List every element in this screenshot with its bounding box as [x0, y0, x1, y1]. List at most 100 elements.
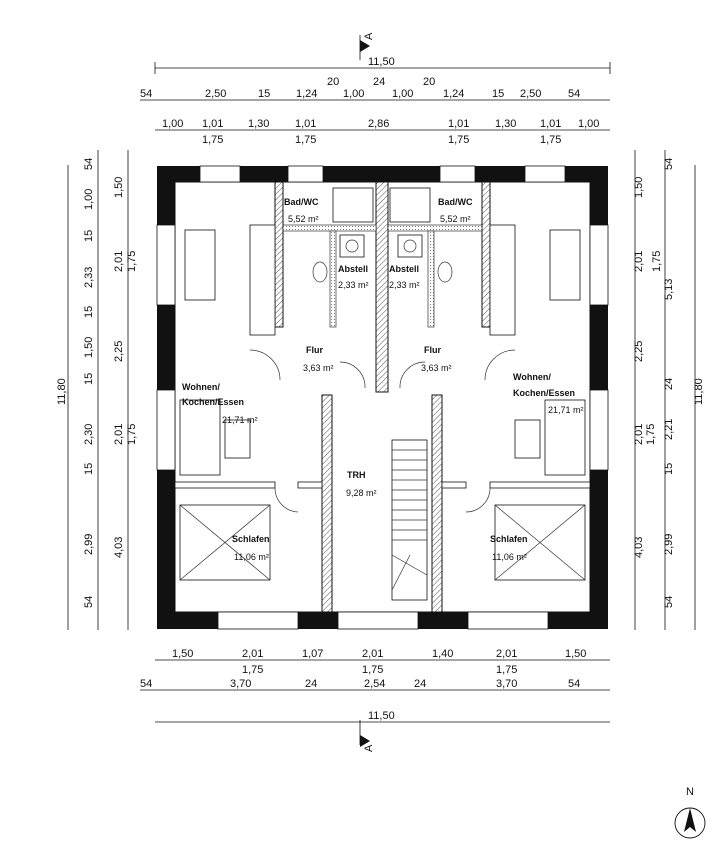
dim-left-outer-7: 2,30 — [83, 424, 95, 445]
dim-right-inner-1: 2,01 — [633, 251, 645, 272]
section-marker-bottom: A — [359, 720, 375, 752]
dim-top3-sub-1: 1,75 — [295, 134, 316, 146]
dim-left-outer-0: 54 — [83, 158, 95, 170]
dim-top3-3: 1,01 — [295, 118, 316, 130]
room-area-flur-left: 3,63 m² — [303, 363, 334, 373]
dim-top3-7: 1,01 — [540, 118, 561, 130]
dim-bottom1-4: 1,40 — [432, 648, 453, 660]
dim-right-outer-1: 1,75 — [651, 251, 663, 272]
svg-text:A: A — [363, 32, 375, 40]
dim-top3-2: 1,30 — [248, 118, 269, 130]
right-dimensions: 1,50 2,01 2,25 2,01 1,75 4,03 54 1,75 5,… — [633, 150, 705, 630]
top-dimensions: 11,50 54 2,50 15 1,24 1,00 1,00 1,24 15 … — [140, 56, 611, 146]
room-area-wohnen-left: 21,71 m² — [222, 415, 258, 425]
dim-top3-sub-2: 1,75 — [448, 134, 469, 146]
dim-bottom-total: 11,50 — [368, 710, 395, 722]
dim-top3-4: 2,86 — [368, 118, 389, 130]
room-area-schlafen-right: 11,06 m² — [492, 552, 527, 562]
dim-left-outer-9: 2,99 — [83, 534, 95, 555]
dim-top2-2: 15 — [258, 88, 270, 100]
staircase — [391, 439, 428, 601]
dim-right-total: 11,80 — [693, 378, 705, 405]
dim-left-outer-5: 1,50 — [83, 337, 95, 358]
dim-left-inner-0: 1,50 — [113, 177, 125, 198]
room-area-wohnen-right: 21,71 m² — [548, 405, 584, 415]
room-labels: Bad/WC 5,52 m² Bad/WC 5,52 m² Abstell 2,… — [182, 197, 584, 562]
dim-bottom2-5: 3,70 — [496, 678, 517, 690]
left-dimensions: 11,80 54 1,00 15 2,33 15 1,50 15 2,30 15… — [56, 150, 138, 630]
dim-top3-8: 1,00 — [578, 118, 599, 130]
dim-left-inner-4: 2,01 — [113, 424, 125, 445]
dim-bottom2-3: 2,54 — [364, 678, 385, 690]
dim-right-outer-4: 2,21 — [663, 419, 675, 440]
dim-bottom1-sub-2: 1,75 — [496, 664, 517, 676]
dim-right-inner-2: 2,25 — [633, 341, 645, 362]
dim-top3-0: 1,00 — [162, 118, 183, 130]
room-name-bad-left: Bad/WC — [284, 197, 319, 207]
room-area-abstell-right: 2,33 m² — [389, 280, 420, 290]
dim-top2-extra-2: 20 — [423, 76, 435, 88]
dim-top2-5: 1,00 — [392, 88, 413, 100]
dim-left-inner-2: 1,75 — [126, 251, 138, 272]
dim-right-outer-3: 24 — [663, 378, 675, 390]
dim-right-inner-4: 1,75 — [645, 424, 657, 445]
bottom-dimensions: 1,50 2,01 1,07 2,01 1,40 2,01 1,50 1,75 … — [140, 648, 610, 723]
dim-left-outer-1: 1,00 — [83, 189, 95, 210]
dim-top3-1: 1,01 — [202, 118, 223, 130]
room-name-abstell-left: Abstell — [338, 264, 368, 274]
dim-top2-0: 54 — [140, 88, 152, 100]
dim-bottom2-2: 24 — [305, 678, 317, 690]
dim-top3-sub-0: 1,75 — [202, 134, 223, 146]
dim-right-outer-6: 2,99 — [663, 534, 675, 555]
dim-right-outer-5: 15 — [663, 463, 675, 475]
dim-top2-4: 1,00 — [343, 88, 364, 100]
dim-bottom1-3: 2,01 — [362, 648, 383, 660]
furniture — [179, 187, 586, 601]
room-area-flur-right: 3,63 m² — [421, 363, 452, 373]
dim-top2-extra-0: 20 — [327, 76, 339, 88]
dim-left-inner-3: 2,25 — [113, 341, 125, 362]
dim-bottom1-0: 1,50 — [172, 648, 193, 660]
dim-bottom2-0: 54 — [140, 678, 152, 690]
dim-right-outer-7: 54 — [663, 596, 675, 608]
dim-bottom1-5: 2,01 — [496, 648, 517, 660]
dim-right-inner-3: 2,01 — [633, 424, 645, 445]
dim-bottom1-2: 1,07 — [302, 648, 323, 660]
dim-top2-extra-1: 24 — [373, 76, 385, 88]
dim-bottom1-6: 1,50 — [565, 648, 586, 660]
dim-top3-6: 1,30 — [495, 118, 516, 130]
dim-right-inner-0: 1,50 — [633, 177, 645, 198]
dim-left-outer-3: 2,33 — [83, 267, 95, 288]
room-area-bad-left: 5,52 m² — [288, 214, 319, 224]
dim-top2-1: 2,50 — [205, 88, 226, 100]
dim-right-outer-2: 5,13 — [663, 279, 675, 300]
dim-top2-7: 15 — [492, 88, 504, 100]
north-arrow-icon: N — [674, 786, 706, 839]
dim-bottom2-6: 54 — [568, 678, 580, 690]
dim-left-outer-2: 15 — [83, 230, 95, 242]
dim-bottom1-sub-0: 1,75 — [242, 664, 263, 676]
room-name-flur-left: Flur — [306, 345, 323, 355]
dim-bottom1-1: 2,01 — [242, 648, 263, 660]
room-area-bad-right: 5,52 m² — [440, 214, 471, 224]
dim-left-outer-8: 15 — [83, 463, 95, 475]
room-name-bad-right: Bad/WC — [438, 197, 473, 207]
dim-top3-5: 1,01 — [448, 118, 469, 130]
room-name2-wohnen-right: Kochen/Essen — [513, 388, 575, 398]
section-marker-top: A — [359, 32, 375, 60]
room-name-schlafen-right: Schlafen — [490, 534, 528, 544]
room-name-trh: TRH — [347, 470, 366, 480]
dim-left-inner-5: 1,75 — [126, 424, 138, 445]
room-name-abstell-right: Abstell — [389, 264, 419, 274]
svg-text:A: A — [363, 744, 375, 752]
dim-top-total: 11,50 — [368, 56, 395, 68]
dim-top2-9: 54 — [568, 88, 580, 100]
dim-top2-6: 1,24 — [443, 88, 464, 100]
room-name1-wohnen-left: Wohnen/ — [182, 382, 220, 392]
dim-bottom1-sub-1: 1,75 — [362, 664, 383, 676]
dim-left-inner-1: 2,01 — [113, 251, 125, 272]
interior-walls — [174, 181, 591, 613]
room-name-flur-right: Flur — [424, 345, 441, 355]
room-area-trh: 9,28 m² — [346, 488, 377, 498]
